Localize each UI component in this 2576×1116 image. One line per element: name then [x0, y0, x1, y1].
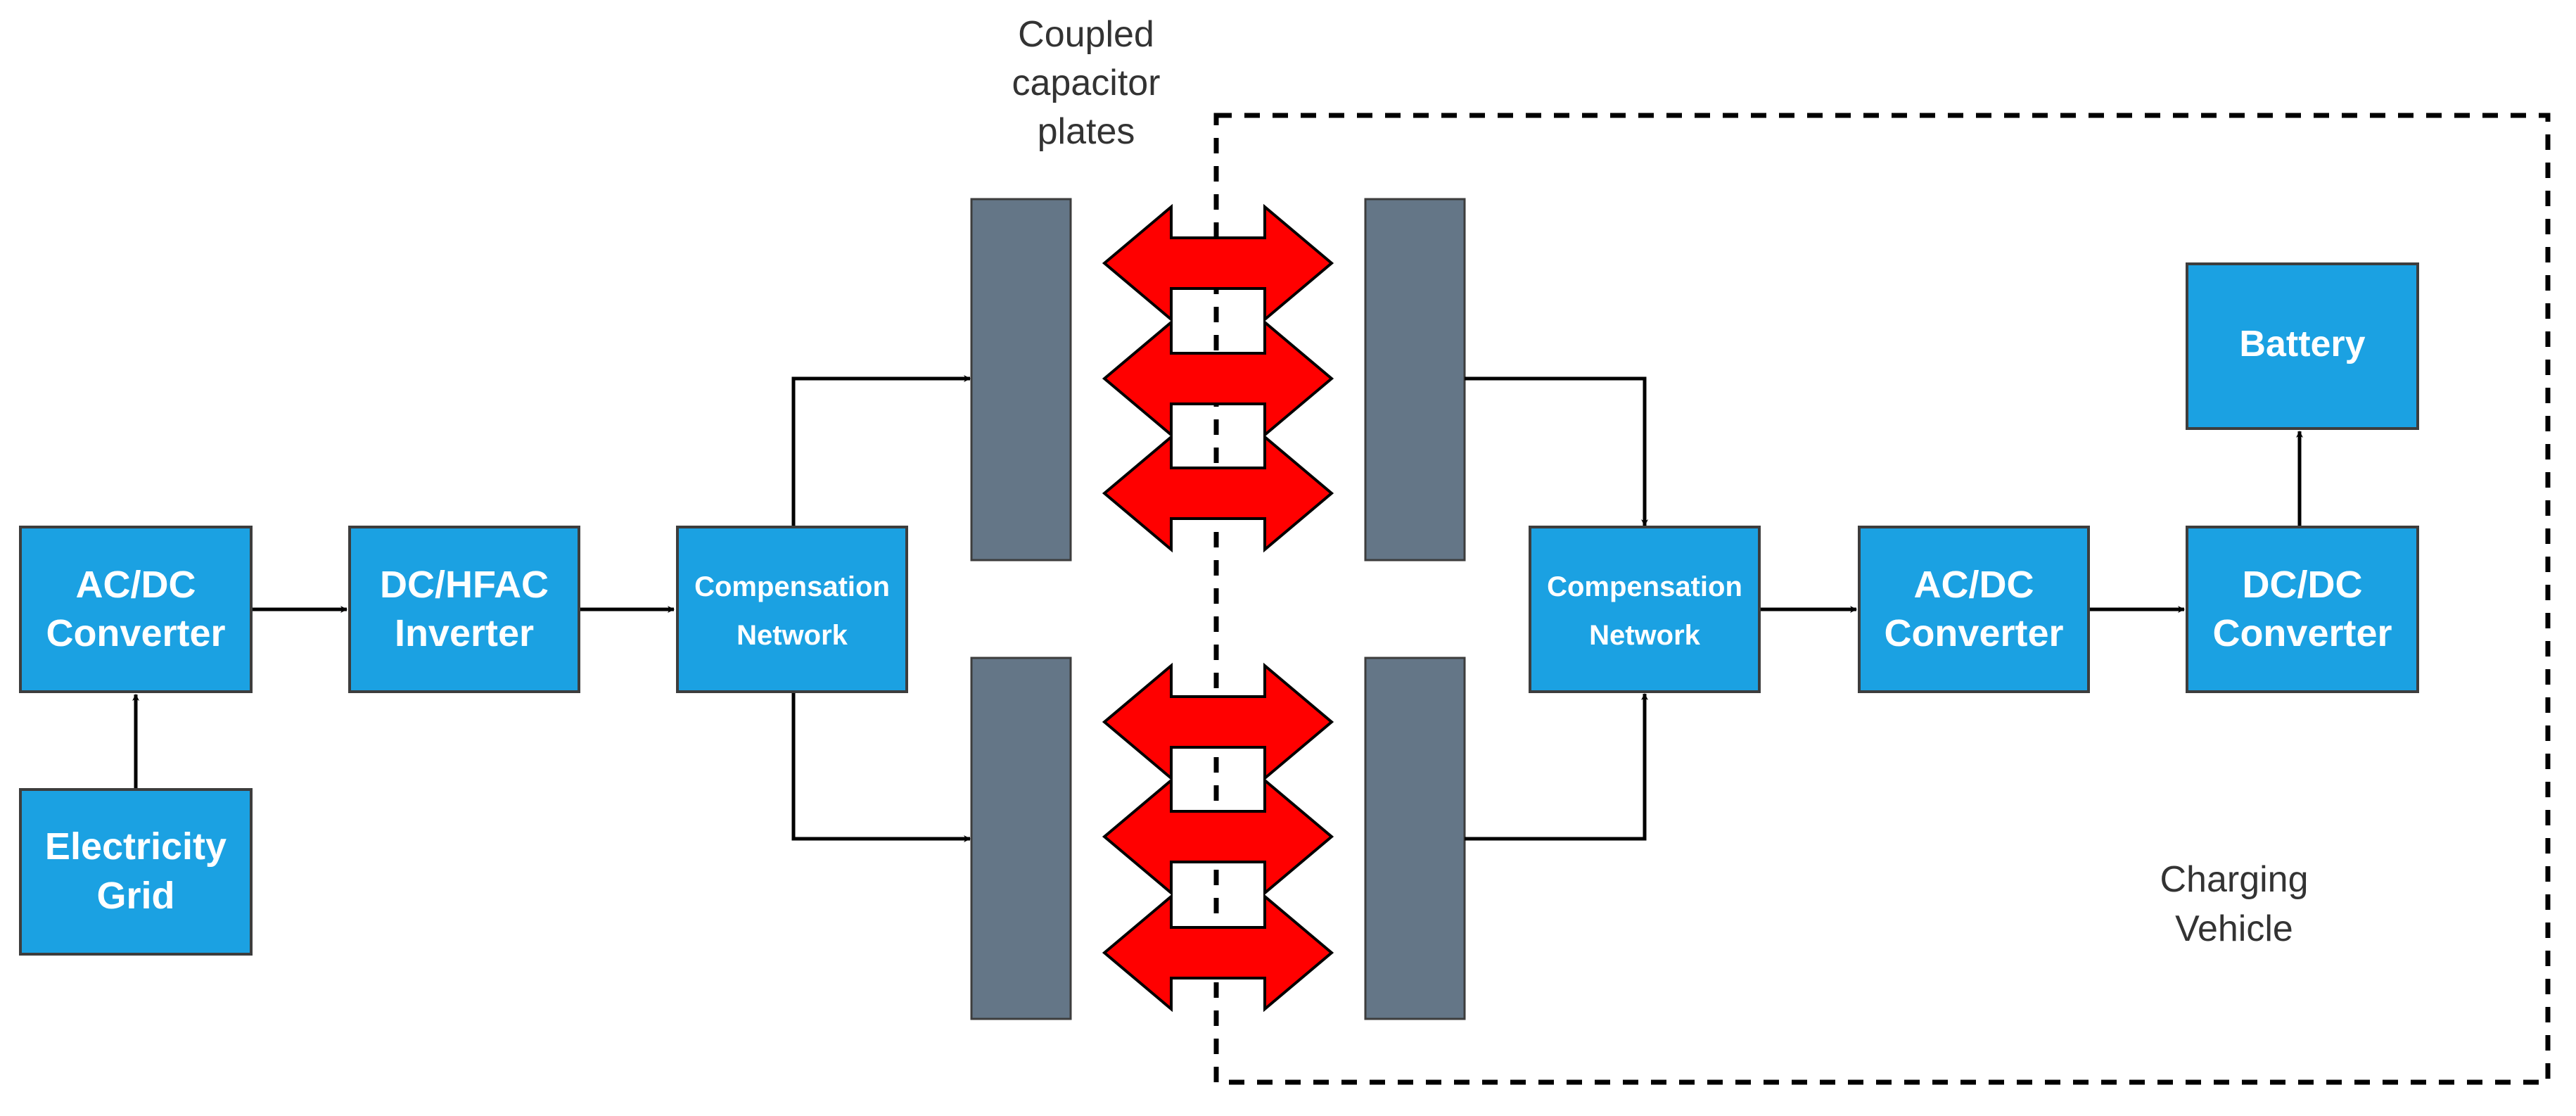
- ac-dc-converter-block-1: AC/DC Converter: [19, 526, 253, 693]
- label-line-1: Coupled: [1018, 14, 1154, 55]
- block-label-line-1: Compensation: [1547, 571, 1742, 602]
- coupling-double-arrow: [1102, 433, 1334, 553]
- block-label-line-1: DC/HFAC: [380, 564, 549, 606]
- battery-block: Battery: [2186, 262, 2419, 430]
- coupling-double-arrow: [1102, 893, 1334, 1013]
- block-label-line-1: DC/DC: [2243, 564, 2363, 606]
- electricity-grid-block: Electricity Grid: [19, 788, 253, 956]
- label-line-2: capacitor: [1012, 63, 1161, 103]
- block-label-line-2: Inverter: [395, 612, 534, 654]
- charging-vehicle-label: Charging Vehicle: [2160, 859, 2308, 949]
- connector-compensation-to-top-plate: [791, 375, 971, 527]
- connector-compensation-to-bottom-plate: [791, 692, 971, 842]
- coupling-double-arrow: [1102, 662, 1334, 782]
- dc-dc-converter-block: DC/DC Converter: [2186, 526, 2419, 693]
- connector-top-plate-to-compensation: [1465, 376, 1648, 526]
- compensation-network-block-1: Compensation Network: [676, 526, 908, 693]
- coupling-double-arrow: [1102, 203, 1334, 323]
- capacitor-plate-bottom-left: [970, 657, 1072, 1020]
- coupled-plates-label: Coupled capacitor plates: [1012, 14, 1161, 152]
- label-line-3: plates: [1038, 111, 1135, 152]
- coupling-double-arrow: [1102, 319, 1334, 438]
- block-label-line-2: Network: [1589, 620, 1701, 651]
- block-label-line-2: Converter: [46, 612, 225, 654]
- coupling-double-arrow: [1102, 777, 1334, 896]
- compensation-network-block-2: Compensation Network: [1529, 526, 1761, 693]
- capacitor-plate-top-right: [1364, 198, 1466, 562]
- block-label-line-2: Converter: [2212, 612, 2392, 654]
- label-line-1: Charging: [2160, 859, 2308, 900]
- block-label-line-1: AC/DC: [76, 564, 196, 606]
- block-label-line-1: Compensation: [694, 571, 890, 602]
- block-label-line-2: Converter: [1884, 612, 2063, 654]
- block-label-line-2: Network: [737, 620, 848, 651]
- capacitor-plate-top-left: [970, 198, 1072, 562]
- label-line-2: Vehicle: [2175, 908, 2293, 949]
- connectors: [132, 375, 2303, 842]
- block-label-line-1: AC/DC: [1914, 564, 2034, 606]
- ac-dc-converter-block-2: AC/DC Converter: [1858, 526, 2090, 693]
- capacitor-plate-bottom-right: [1364, 657, 1466, 1020]
- charging-vehicle-boundary: [1213, 113, 2551, 1085]
- block-label: Battery: [2239, 324, 2365, 364]
- dc-hfac-inverter-block: DC/HFAC Inverter: [348, 526, 580, 693]
- block-label-line-1: Electricity: [45, 825, 227, 868]
- coupling-field-arrows: [1102, 203, 1334, 1013]
- block-label-line-2: Grid: [96, 875, 174, 917]
- connector-bottom-plate-to-compensation: [1465, 693, 1648, 841]
